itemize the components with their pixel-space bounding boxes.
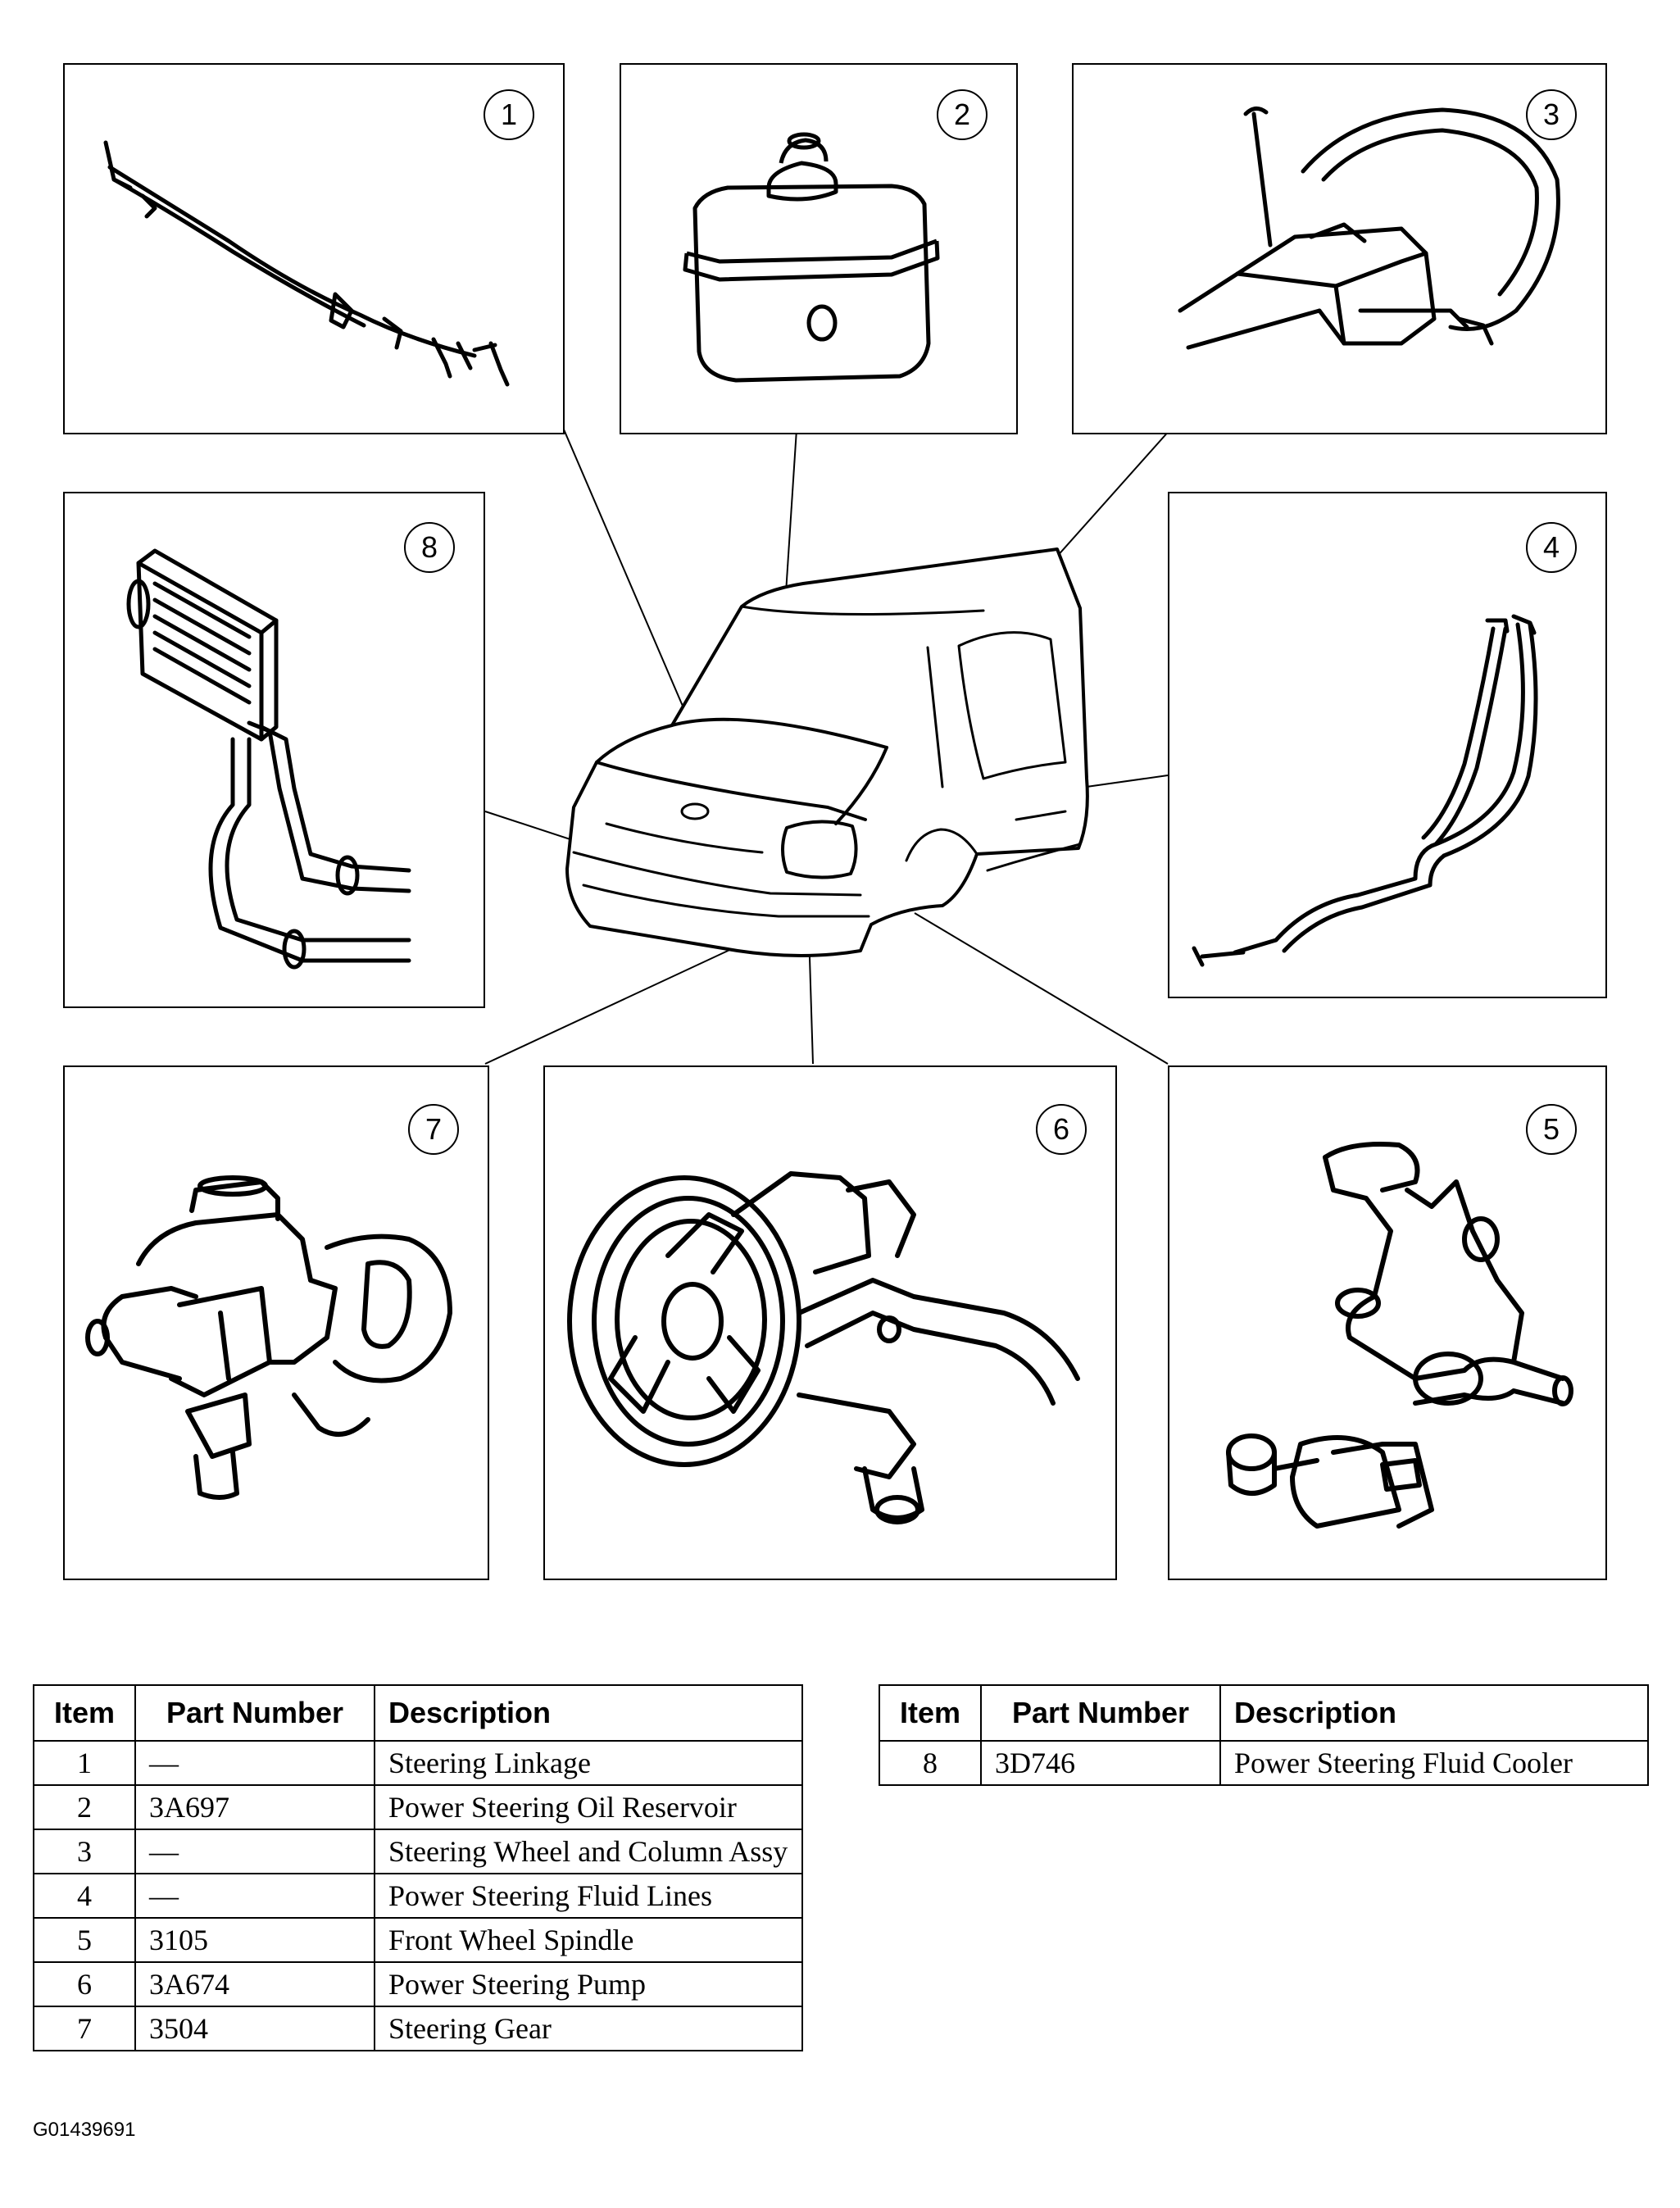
cell-description: Steering Wheel and Column Assy	[374, 1829, 803, 1874]
wheel-spindle-illustration	[1226, 1142, 1573, 1529]
table-header-row: Item Part Number Description	[33, 1684, 803, 1742]
panel-oil-reservoir: 2	[620, 63, 1018, 434]
cell-part-number: —	[134, 1740, 375, 1786]
cell-item: 6	[33, 1961, 136, 2007]
panel-fluid-lines: 4	[1168, 492, 1607, 998]
figure-id: G01439691	[33, 2119, 136, 2141]
header-part-number: Part Number	[134, 1684, 375, 1742]
callout-5: 5	[1526, 1104, 1577, 1155]
cell-item: 4	[33, 1873, 136, 1919]
cell-item: 7	[33, 2006, 136, 2051]
cell-part-number: 3105	[134, 1917, 375, 1963]
header-item: Item	[33, 1684, 136, 1742]
table-row: 1 — Steering Linkage	[33, 1740, 803, 1786]
table-row: 3 — Steering Wheel and Column Assy	[33, 1829, 803, 1874]
table-row: 6 3A674 Power Steering Pump	[33, 1961, 803, 2007]
header-part-number: Part Number	[980, 1684, 1221, 1742]
callout-4: 4	[1526, 522, 1577, 573]
header-description: Description	[374, 1684, 803, 1742]
table-row: 5 3105 Front Wheel Spindle	[33, 1917, 803, 1963]
callout-2: 2	[937, 89, 988, 140]
panel-wheel-spindle: 5	[1168, 1065, 1607, 1580]
table-row: 7 3504 Steering Gear	[33, 2006, 803, 2051]
cell-part-number: 3A674	[134, 1961, 375, 2007]
panel-steering-linkage: 1	[63, 63, 565, 434]
header-description: Description	[1219, 1684, 1649, 1742]
cell-description: Front Wheel Spindle	[374, 1917, 803, 1963]
steering-linkage-illustration	[103, 140, 510, 387]
header-item: Item	[879, 1684, 982, 1742]
callout-3: 3	[1526, 89, 1577, 140]
cell-item: 2	[33, 1784, 136, 1830]
cell-part-number: 3A697	[134, 1784, 375, 1830]
callout-6: 6	[1036, 1104, 1087, 1155]
cell-item: 3	[33, 1829, 136, 1874]
panel-steering-pump: 6	[543, 1065, 1117, 1580]
table-row: 8 3D746 Power Steering Fluid Cooler	[879, 1740, 1649, 1786]
parts-table-left: Item Part Number Description 1 — Steerin…	[33, 1684, 803, 2051]
steering-wheel-column-illustration	[1178, 107, 1560, 350]
fluid-lines-illustration	[1192, 614, 1538, 967]
table-header-row: Item Part Number Description	[879, 1684, 1649, 1742]
cell-part-number: 3D746	[980, 1740, 1221, 1786]
cell-description: Steering Linkage	[374, 1740, 803, 1786]
cell-part-number: —	[134, 1873, 375, 1919]
table-row: 4 — Power Steering Fluid Lines	[33, 1873, 803, 1919]
cell-part-number: 3504	[134, 2006, 375, 2051]
cell-description: Power Steering Fluid Lines	[374, 1873, 803, 1919]
callout-7: 7	[408, 1104, 459, 1155]
oil-reservoir-illustration	[683, 132, 940, 383]
van-illustration	[565, 547, 1089, 957]
cell-description: Power Steering Pump	[374, 1961, 803, 2007]
cell-description: Power Steering Oil Reservoir	[374, 1784, 803, 1830]
cell-description: Power Steering Fluid Cooler	[1219, 1740, 1649, 1786]
parts-table-right: Item Part Number Description 8 3D746 Pow…	[879, 1684, 1649, 1786]
cell-item: 1	[33, 1740, 136, 1786]
callout-8: 8	[404, 522, 455, 573]
table-row: 2 3A697 Power Steering Oil Reservoir	[33, 1784, 803, 1830]
cell-item: 5	[33, 1917, 136, 1963]
cell-part-number: —	[134, 1829, 375, 1874]
panel-steering-gear: 7	[63, 1065, 489, 1580]
cell-description: Steering Gear	[374, 2006, 803, 2051]
steering-pump-illustration	[567, 1171, 1080, 1524]
cell-item: 8	[879, 1740, 982, 1786]
panel-steering-wheel-column: 3	[1072, 63, 1607, 434]
steering-gear-illustration	[85, 1175, 452, 1500]
fluid-cooler-illustration	[126, 548, 411, 970]
callout-1: 1	[484, 89, 534, 140]
panel-fluid-cooler: 8	[63, 492, 485, 1008]
